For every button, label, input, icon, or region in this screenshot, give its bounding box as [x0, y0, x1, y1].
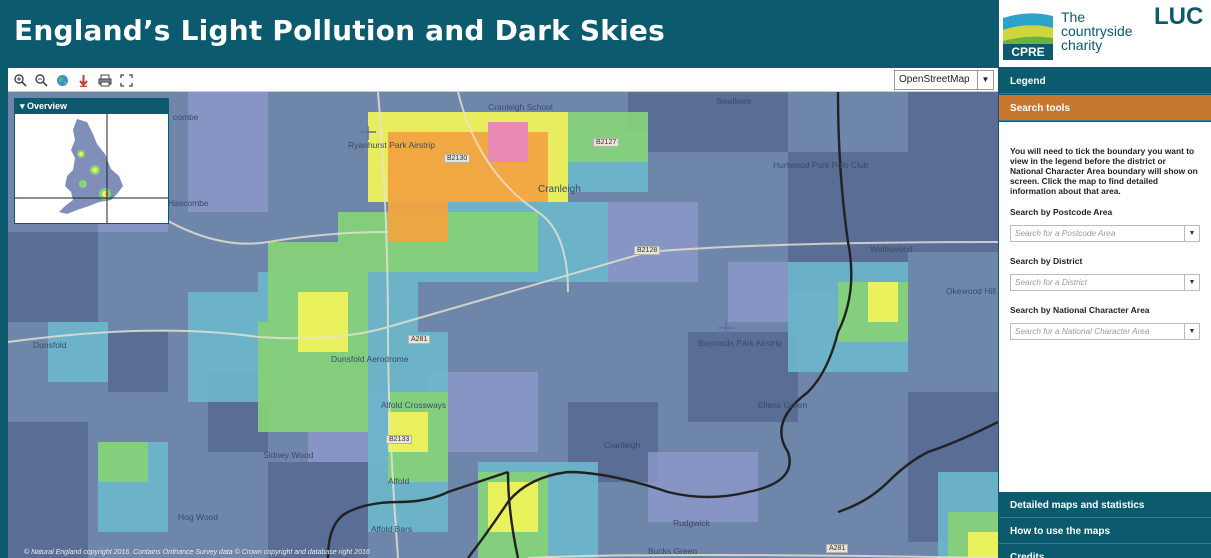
postcode-placeholder: Search for a Postcode Area — [1015, 229, 1116, 238]
side-panel: Legend Search tools You will need to tic… — [999, 68, 1211, 558]
page-title: England’s Light Pollution and Dark Skies — [14, 14, 665, 47]
place-label: Ellens Green — [758, 400, 808, 410]
chevron-down-icon[interactable]: ▼ — [977, 71, 993, 89]
search-tools-body: You will need to tick the boundary you w… — [999, 122, 1211, 492]
overview-title: Overview — [27, 101, 68, 111]
logo-area: CPRE The countryside charity LUC — [999, 0, 1211, 67]
search-tools-header[interactable]: Search tools — [999, 95, 1211, 121]
zoom-out-icon[interactable] — [32, 71, 50, 89]
detailed-maps-header[interactable]: Detailed maps and statistics — [999, 492, 1211, 518]
place-label: Sidney Wood — [263, 450, 314, 460]
road-label: B2133 — [386, 435, 413, 444]
place-label: Hascombe — [168, 198, 209, 208]
road-label: A281 — [826, 544, 849, 553]
collapse-arrow-icon[interactable]: ▾ — [20, 101, 28, 111]
overview-england-map[interactable] — [15, 114, 168, 223]
basemap-selected-value: OpenStreetMap — [899, 74, 970, 85]
road-label: A281 — [408, 335, 431, 344]
overview-map-panel[interactable]: ▾ Overview — [14, 98, 169, 224]
place-label: Baynards Park Airstrip — [698, 338, 783, 348]
road-label: B2127 — [593, 138, 620, 147]
chevron-down-icon[interactable]: ▼ — [1184, 275, 1199, 290]
locate-pin-icon[interactable] — [74, 71, 92, 89]
district-placeholder: Search for a District — [1015, 278, 1087, 287]
overview-header[interactable]: ▾ Overview — [15, 99, 168, 114]
nca-label: Search by National Character Area — [1010, 305, 1150, 315]
credits-header[interactable]: Credits — [999, 544, 1211, 558]
chevron-down-icon[interactable]: ▼ — [1184, 226, 1199, 241]
search-intro-text: You will need to tick the boundary you w… — [1010, 146, 1198, 196]
place-label: Cranleigh School — [488, 102, 553, 112]
cpre-badge-text: CPRE — [1011, 45, 1044, 59]
map-canvas[interactable]: Cranleigh School Swallows Ryanhurst Park… — [8, 92, 998, 558]
map-toolbar: OpenStreetMap ▼ — [8, 68, 998, 92]
postcode-search-input[interactable]: Search for a Postcode Area ▼ — [1010, 225, 1200, 242]
globe-icon[interactable] — [53, 71, 71, 89]
how-to-use-header[interactable]: How to use the maps — [999, 518, 1211, 544]
map-attribution: © Natural England copyright 2016. Contai… — [24, 549, 370, 556]
chevron-down-icon[interactable]: ▼ — [1184, 324, 1199, 339]
place-label: Alfold — [388, 476, 410, 486]
cpre-line-2: countryside — [1061, 23, 1133, 39]
place-label: Cranleigh — [538, 184, 581, 195]
brightest-area — [488, 122, 528, 162]
place-label: Swallows — [716, 96, 752, 106]
luc-logo: LUC — [1154, 3, 1204, 30]
postcode-label: Search by Postcode Area — [1010, 207, 1113, 217]
place-label: combe — [173, 112, 199, 122]
place-label: Walliswood — [870, 244, 913, 254]
place-label: Bucks Green — [648, 546, 698, 556]
cpre-logo-icon: CPRE — [1003, 10, 1053, 60]
zoom-in-icon[interactable] — [11, 71, 29, 89]
place-label: Dunsfold — [33, 340, 67, 350]
legend-header[interactable]: Legend — [999, 68, 1211, 94]
place-label: Alfold Crossways — [381, 400, 447, 410]
place-label: Cranleigh — [604, 440, 641, 450]
cpre-tagline: The countryside charity — [1061, 10, 1133, 52]
place-label: Alfold Bars — [371, 524, 413, 534]
fullscreen-icon[interactable] — [117, 71, 135, 89]
print-icon[interactable] — [96, 71, 114, 89]
road-label: B2128 — [634, 246, 661, 255]
nca-placeholder: Search for a National Character Area — [1015, 327, 1150, 336]
light-pollution-map — [8, 92, 998, 558]
place-label: Hurtwood Park Polo Club — [773, 160, 869, 170]
place-label: Ryanhurst Park Airstrip — [348, 140, 435, 150]
basemap-select[interactable]: OpenStreetMap ▼ — [894, 70, 994, 90]
cpre-line-3: charity — [1061, 37, 1103, 53]
district-label: Search by District — [1010, 256, 1083, 266]
road-label: B2130 — [444, 154, 471, 163]
place-label: Rudgwick — [673, 518, 710, 528]
header-bar: England’s Light Pollution and Dark Skies… — [0, 0, 1211, 67]
place-label: Dunsfold Aerodrome — [331, 354, 409, 364]
nca-search-input[interactable]: Search for a National Character Area ▼ — [1010, 323, 1200, 340]
cpre-line-1: The — [1061, 9, 1086, 25]
place-label: Okewood Hill — [946, 286, 997, 296]
place-label: Hog Wood — [178, 512, 219, 522]
district-search-input[interactable]: Search for a District ▼ — [1010, 274, 1200, 291]
